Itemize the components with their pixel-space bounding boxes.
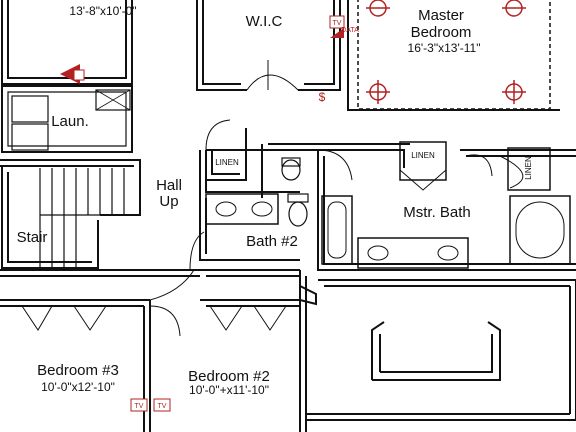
hall-label-line2: Up (159, 193, 178, 210)
light-fixture-icon (366, 0, 390, 17)
bedroom3-dimensions: 10'-0"x12'-10" (41, 380, 115, 394)
electrical-panel-icon (60, 64, 85, 84)
light-fixture-icon (502, 0, 526, 17)
bedroom3-label: Bedroom #3 (37, 362, 119, 379)
laundry-label: Laun. (51, 113, 89, 130)
master-bath-label: Mstr. Bath (403, 204, 471, 221)
master-bedroom-label-line1: Master (418, 7, 464, 24)
stair-label: Stair (17, 229, 48, 246)
linen-label: LINEN (215, 158, 239, 167)
light-fixture-icon (502, 80, 526, 104)
ceiling-light-fixtures (366, 0, 526, 104)
bedroom2-dimensions: 10'-0"+x11'-10" (189, 383, 269, 397)
top-left-room-dimensions: 13'-8"x10'-0" (69, 4, 136, 18)
bedroom2-label: Bedroom #2 (188, 368, 270, 385)
light-fixture-icon (366, 80, 390, 104)
electrical-symbols: TV DATA $ TV TV (60, 15, 359, 412)
tv-outlet-icon: TV (153, 398, 171, 412)
linen-label: LINEN (524, 156, 533, 180)
svg-text:$: $ (319, 90, 326, 104)
door-swings (21, 60, 524, 337)
svg-text:TV: TV (135, 403, 144, 410)
room-labels: 13'-8"x10'-0" W.I.C Master Bedroom 16'-3… (17, 4, 533, 397)
master-bedroom-dimensions: 16'-3"x13'-11" (408, 41, 481, 55)
svg-text:DATA: DATA (341, 27, 359, 34)
svg-text:TV: TV (333, 20, 342, 27)
switch-icon: $ (319, 90, 326, 104)
tv-outlet-icon: TV DATA (329, 15, 359, 38)
bath2-label: Bath #2 (246, 233, 298, 250)
wic-label: W.I.C (246, 13, 283, 30)
master-bedroom-label-line2: Bedroom (411, 24, 472, 41)
tv-outlet-icon: TV (130, 398, 148, 412)
hall-label-line1: Hall (156, 177, 182, 194)
linen-label: LINEN (411, 151, 435, 160)
svg-text:TV: TV (158, 403, 167, 410)
